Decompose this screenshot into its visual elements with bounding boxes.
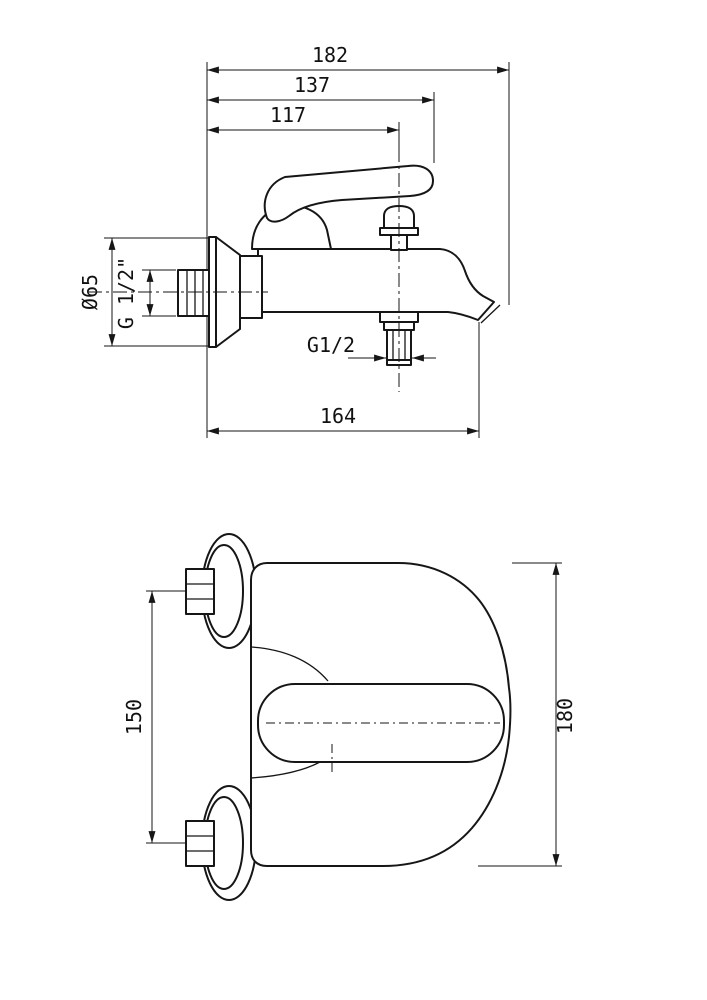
front-view-dimensions: 150 180: [122, 562, 577, 867]
handle-parting-line-bottom: [250, 761, 321, 779]
dim-label-center-distance: 150: [122, 699, 146, 735]
faucet-body: [257, 248, 495, 321]
union-nut: [239, 255, 263, 319]
dim-label-overall-width: 182: [312, 43, 348, 67]
aerator-face-line: [480, 304, 501, 324]
dim-label-handle-depth: 137: [294, 73, 330, 97]
top-view: 182 137 117 164 Ø65 G 1/2": [78, 43, 510, 438]
dim-label-wall-thread: G 1/2": [114, 257, 138, 329]
top-view-dimensions: 182 137 117 164 Ø65 G 1/2": [78, 43, 510, 438]
wall-nut-top: [185, 568, 215, 615]
front-view-nuts: [185, 568, 215, 867]
wall-thread-tail: [177, 269, 210, 317]
dim-label-overall-height: 180: [553, 698, 577, 734]
escutcheon-cone: [215, 236, 241, 348]
dim-label-hose-thread: G1/2: [307, 333, 355, 357]
front-view: 150 180: [122, 533, 577, 901]
dim-label-diverter-depth: 117: [270, 103, 306, 127]
wall-nut-bottom: [185, 820, 215, 867]
top-view-centerlines: G1/2: [88, 148, 436, 392]
lever-handle: [263, 164, 434, 223]
dim-label-spout-depth: 164: [320, 404, 356, 428]
top-view-faucet: [177, 164, 501, 366]
handle-parting-line-top: [250, 646, 329, 682]
